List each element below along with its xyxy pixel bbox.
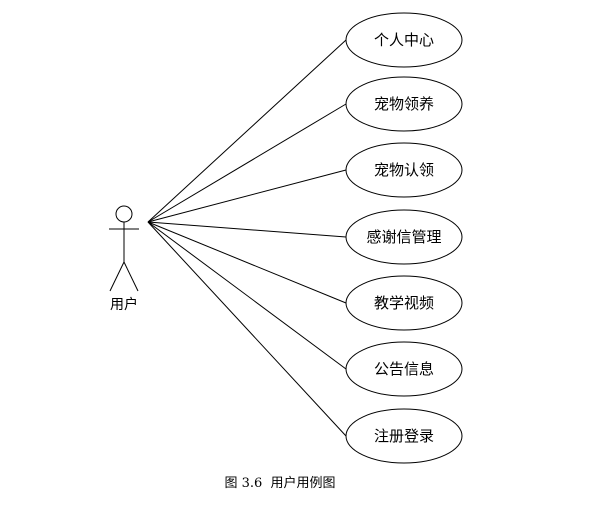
use-case-label: 注册登录 <box>374 427 434 445</box>
use-case: 注册登录 <box>345 408 463 464</box>
association-lines <box>147 39 347 437</box>
use-case-ellipse <box>345 76 463 132</box>
association-line <box>147 221 347 238</box>
use-case: 宠物认领 <box>345 142 463 198</box>
actor-leg-right <box>123 261 139 292</box>
actor-leg-left <box>109 261 125 292</box>
actor-head <box>115 205 133 223</box>
use-case-label: 个人中心 <box>374 31 434 49</box>
use-case-ellipse <box>345 275 463 331</box>
use-case-ellipse <box>345 142 463 198</box>
use-case-label: 感谢信管理 <box>366 228 441 246</box>
association-line <box>147 221 347 370</box>
association-line <box>147 221 347 304</box>
use-case: 感谢信管理 <box>345 209 463 265</box>
use-case-ellipse <box>345 408 463 464</box>
use-case-label: 公告信息 <box>374 360 434 378</box>
association-line <box>147 169 347 223</box>
use-case-label: 宠物领养 <box>374 95 434 113</box>
use-case-label: 宠物认领 <box>374 161 434 179</box>
use-case-ellipse <box>345 341 463 397</box>
actor <box>109 205 139 292</box>
use-case-label: 教学视频 <box>374 294 434 312</box>
figure-caption: 图 3.6 用户用例图 <box>224 475 335 491</box>
association-line <box>147 103 347 223</box>
actor-label: 用户 <box>110 296 138 313</box>
association-line <box>147 39 347 223</box>
use-case: 公告信息 <box>345 341 463 397</box>
use-case: 个人中心 <box>345 12 463 68</box>
use-case-list: 个人中心 宠物领养 宠物认领 感谢信管理 教学视频 公告信息 注册登录 <box>345 12 463 464</box>
use-case: 宠物领养 <box>345 76 463 132</box>
use-case: 教学视频 <box>345 275 463 331</box>
use-case-ellipse <box>345 209 463 265</box>
use-case-ellipse <box>345 12 463 68</box>
association-line <box>147 221 347 437</box>
